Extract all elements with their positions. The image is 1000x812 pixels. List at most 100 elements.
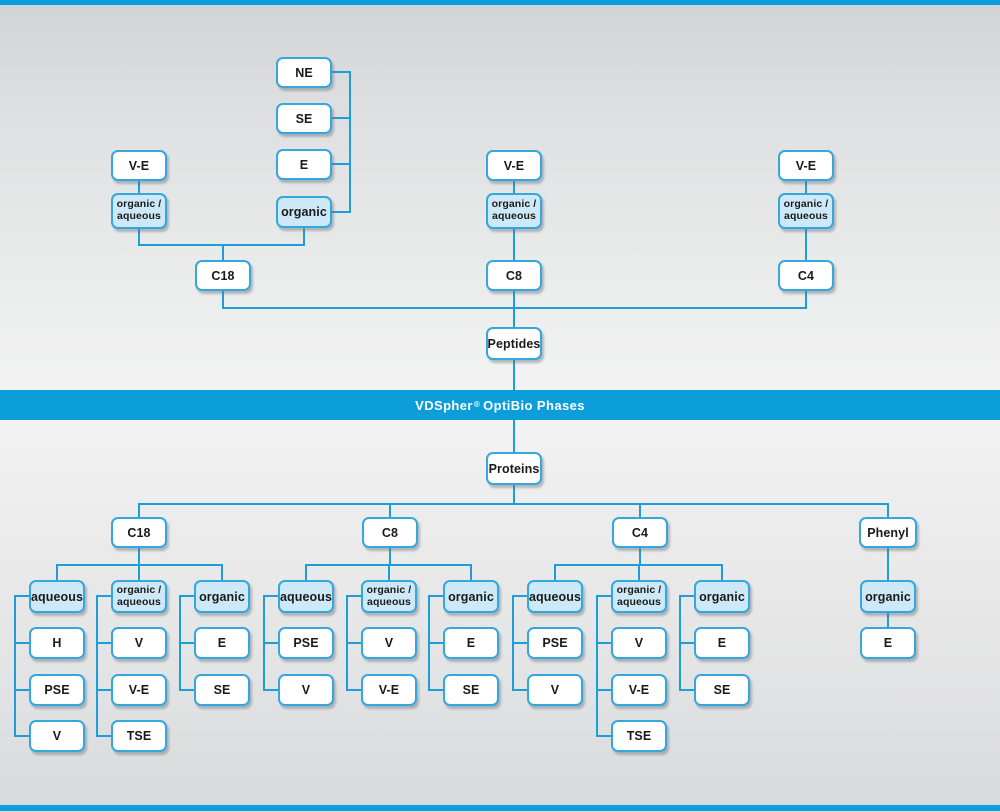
connector-line [721, 566, 723, 580]
node-c8-aqueous-v: V [278, 674, 334, 706]
node-peptides-c4-ve: V-E [778, 150, 834, 181]
connector-line [513, 181, 515, 193]
connector-line [512, 642, 527, 644]
connector-line [305, 566, 307, 580]
connector-line [179, 642, 194, 644]
connector-line [332, 163, 351, 165]
connector-line [428, 642, 443, 644]
connector-line [138, 229, 140, 246]
connector-line [14, 735, 29, 737]
node-c18-aqueous-h: H [29, 627, 85, 659]
connector-line [805, 291, 807, 309]
node-peptides-c18-organic: organic [276, 196, 332, 228]
connector-line [179, 689, 194, 691]
node-peptides-c18-se: SE [276, 103, 332, 134]
node-proteins-c8: C8 [362, 517, 418, 548]
node-peptides-c18-organic-aqueous: organic / aqueous [111, 193, 167, 229]
connector-line [222, 246, 224, 260]
connector-line [513, 360, 515, 390]
connector-line [14, 642, 29, 644]
connector-line [305, 564, 472, 566]
connector-line [263, 642, 278, 644]
connector-line [263, 595, 278, 597]
connector-line [332, 71, 351, 73]
node-peptides-root: Peptides [486, 327, 542, 360]
connector-line [389, 548, 391, 564]
node-peptides-c4-organic-aqueous: organic / aqueous [778, 193, 834, 229]
node-c8-aqueous-pse: PSE [278, 627, 334, 659]
connector-line [428, 689, 443, 691]
connector-line [138, 181, 140, 193]
banner-brand: VDSpher [415, 397, 473, 413]
node-c4-aqueous-v: V [527, 674, 583, 706]
connector-line [513, 485, 515, 505]
node-c4-aqueous-pse: PSE [527, 627, 583, 659]
connector-line [96, 689, 111, 691]
connector-line [332, 117, 351, 119]
node-peptides-c18-e: E [276, 149, 332, 180]
connector-line [96, 595, 98, 737]
connector-line [138, 244, 305, 246]
connector-line [512, 595, 527, 597]
node-peptides-c18-ne: NE [276, 57, 332, 88]
node-c4-aqueous: aqueous [527, 580, 583, 613]
node-proteins-c4: C4 [612, 517, 668, 548]
connector-line [346, 689, 361, 691]
node-c18-orgaq-ve: V-E [111, 674, 167, 706]
connector-line [805, 181, 807, 193]
connector-line [513, 420, 515, 452]
node-c18-orgaq-tse: TSE [111, 720, 167, 752]
bottom-accent-bar [0, 805, 1000, 811]
node-c8-organic-aqueous: organic / aqueous [361, 580, 417, 613]
connector-line [596, 735, 611, 737]
node-c4-orgaq-ve: V-E [611, 674, 667, 706]
connector-line [513, 291, 515, 327]
node-peptides-c8-ve: V-E [486, 150, 542, 181]
node-peptides-c18-ve: V-E [111, 150, 167, 181]
node-c18-orgaq-v: V [111, 627, 167, 659]
node-phenyl-organic-e: E [860, 627, 916, 659]
connector-line [513, 229, 515, 260]
node-c8-orgaq-v: V [361, 627, 417, 659]
connector-line [138, 566, 140, 580]
node-c18-aqueous: aqueous [29, 580, 85, 613]
banner-rest: OptiBio Phases [483, 397, 585, 413]
node-proteins-c18: C18 [111, 517, 167, 548]
connector-line [639, 505, 641, 517]
node-c4-organic-e: E [694, 627, 750, 659]
connector-line [470, 566, 472, 580]
node-c18-aqueous-pse: PSE [29, 674, 85, 706]
connector-line [887, 505, 889, 517]
banner-title: VDSpher®OptiBio Phases [0, 390, 1000, 420]
connector-line [346, 642, 361, 644]
node-peptides-c4: C4 [778, 260, 834, 291]
node-c8-organic-e: E [443, 627, 499, 659]
connector-line [349, 71, 351, 213]
connector-line [554, 566, 556, 580]
connector-line [596, 642, 611, 644]
connector-line [14, 595, 16, 737]
connector-line [639, 548, 641, 564]
node-c4-organic-aqueous: organic / aqueous [611, 580, 667, 613]
node-peptides-c8: C8 [486, 260, 542, 291]
node-c18-organic-e: E [194, 627, 250, 659]
connector-line [96, 735, 111, 737]
connector-line [679, 642, 694, 644]
connector-line [14, 595, 29, 597]
connector-line [179, 595, 194, 597]
node-peptides-c8-organic-aqueous: organic / aqueous [486, 193, 542, 229]
node-c8-organic: organic [443, 580, 499, 613]
node-c18-organic-aqueous: organic / aqueous [111, 580, 167, 613]
connector-line [222, 307, 807, 309]
node-phenyl-organic: organic [860, 580, 916, 613]
connector-line [887, 548, 889, 580]
connector-line [388, 566, 390, 580]
connector-line [138, 503, 889, 505]
connector-line [389, 505, 391, 517]
connector-line [887, 613, 889, 627]
node-peptides-c18: C18 [195, 260, 251, 291]
connector-line [596, 689, 611, 691]
connector-line [96, 642, 111, 644]
connector-line [596, 595, 598, 737]
